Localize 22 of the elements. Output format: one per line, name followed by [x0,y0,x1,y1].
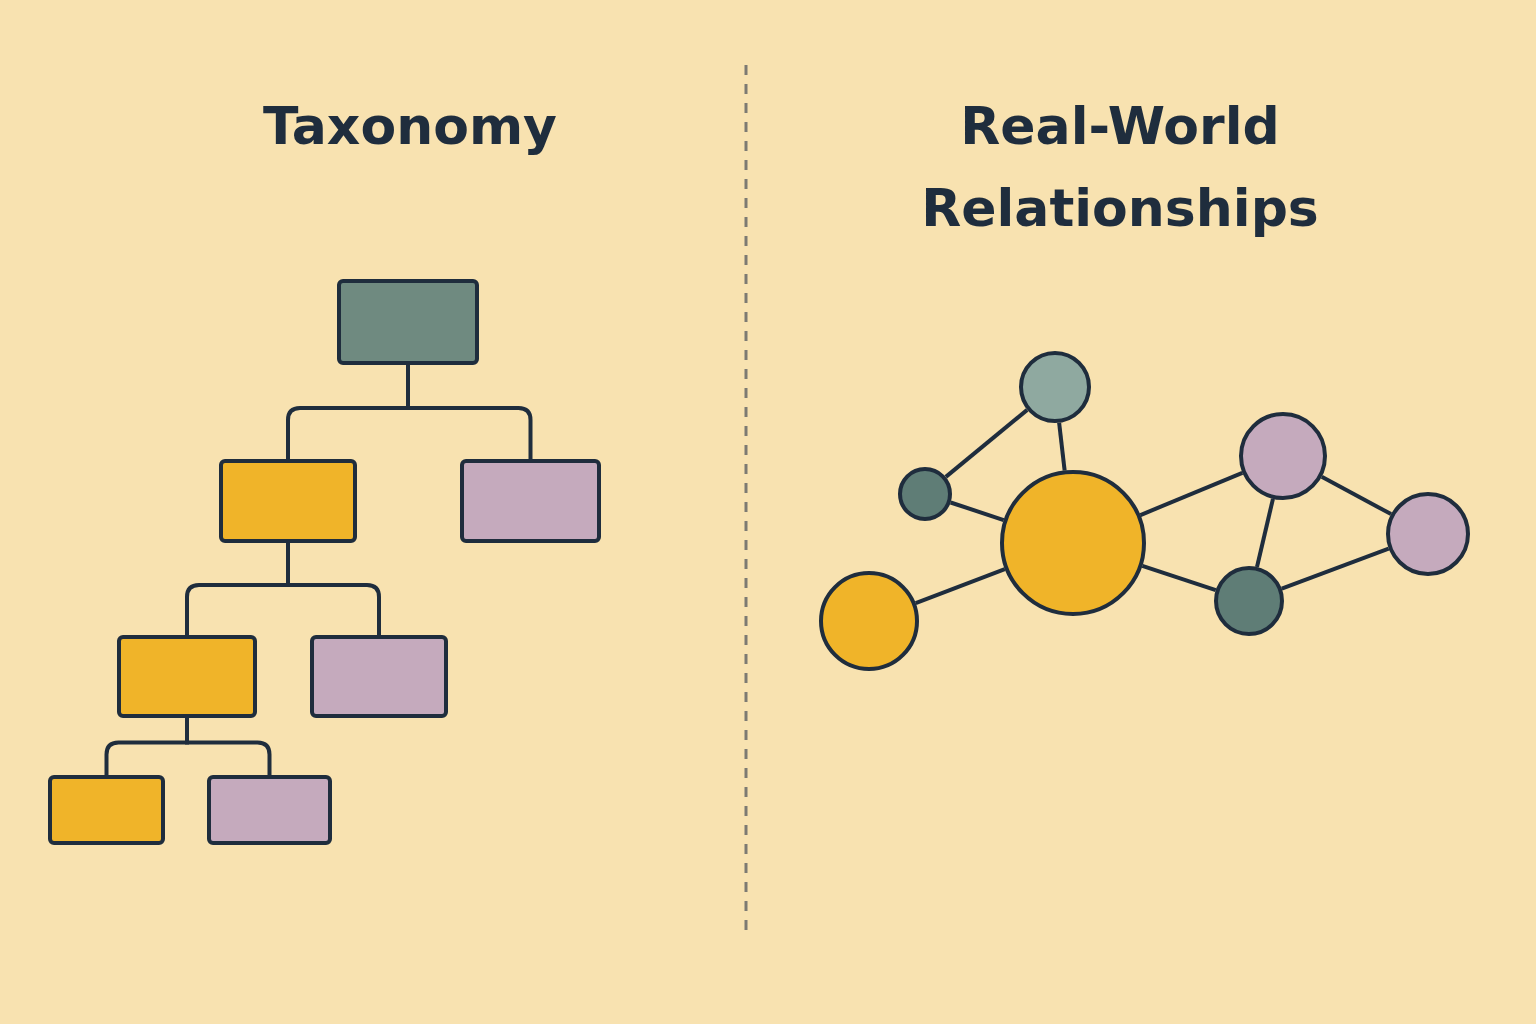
network-link [915,567,1006,605]
network-link [1139,471,1244,517]
network-link [1057,422,1067,471]
hierarchy-box [117,635,257,718]
section-heading: Taxonomy [262,95,558,158]
hierarchy-box [460,459,601,543]
network-node-circle [898,467,952,521]
tree-connector [185,718,272,775]
network-link [950,500,1005,522]
hierarchy-box [219,459,357,543]
hierarchy-box [337,279,479,365]
hierarchy-box [48,775,165,845]
network-link [1255,498,1275,568]
network-link [944,408,1029,479]
tree-connector [286,543,381,635]
network-link [1320,475,1392,516]
section-heading: Real-World Relationships [920,95,1320,240]
hierarchy-box [310,635,448,718]
tree-connector [406,365,533,459]
network-link [1141,563,1217,592]
hierarchy-box [207,775,332,845]
network-link [1281,546,1390,591]
